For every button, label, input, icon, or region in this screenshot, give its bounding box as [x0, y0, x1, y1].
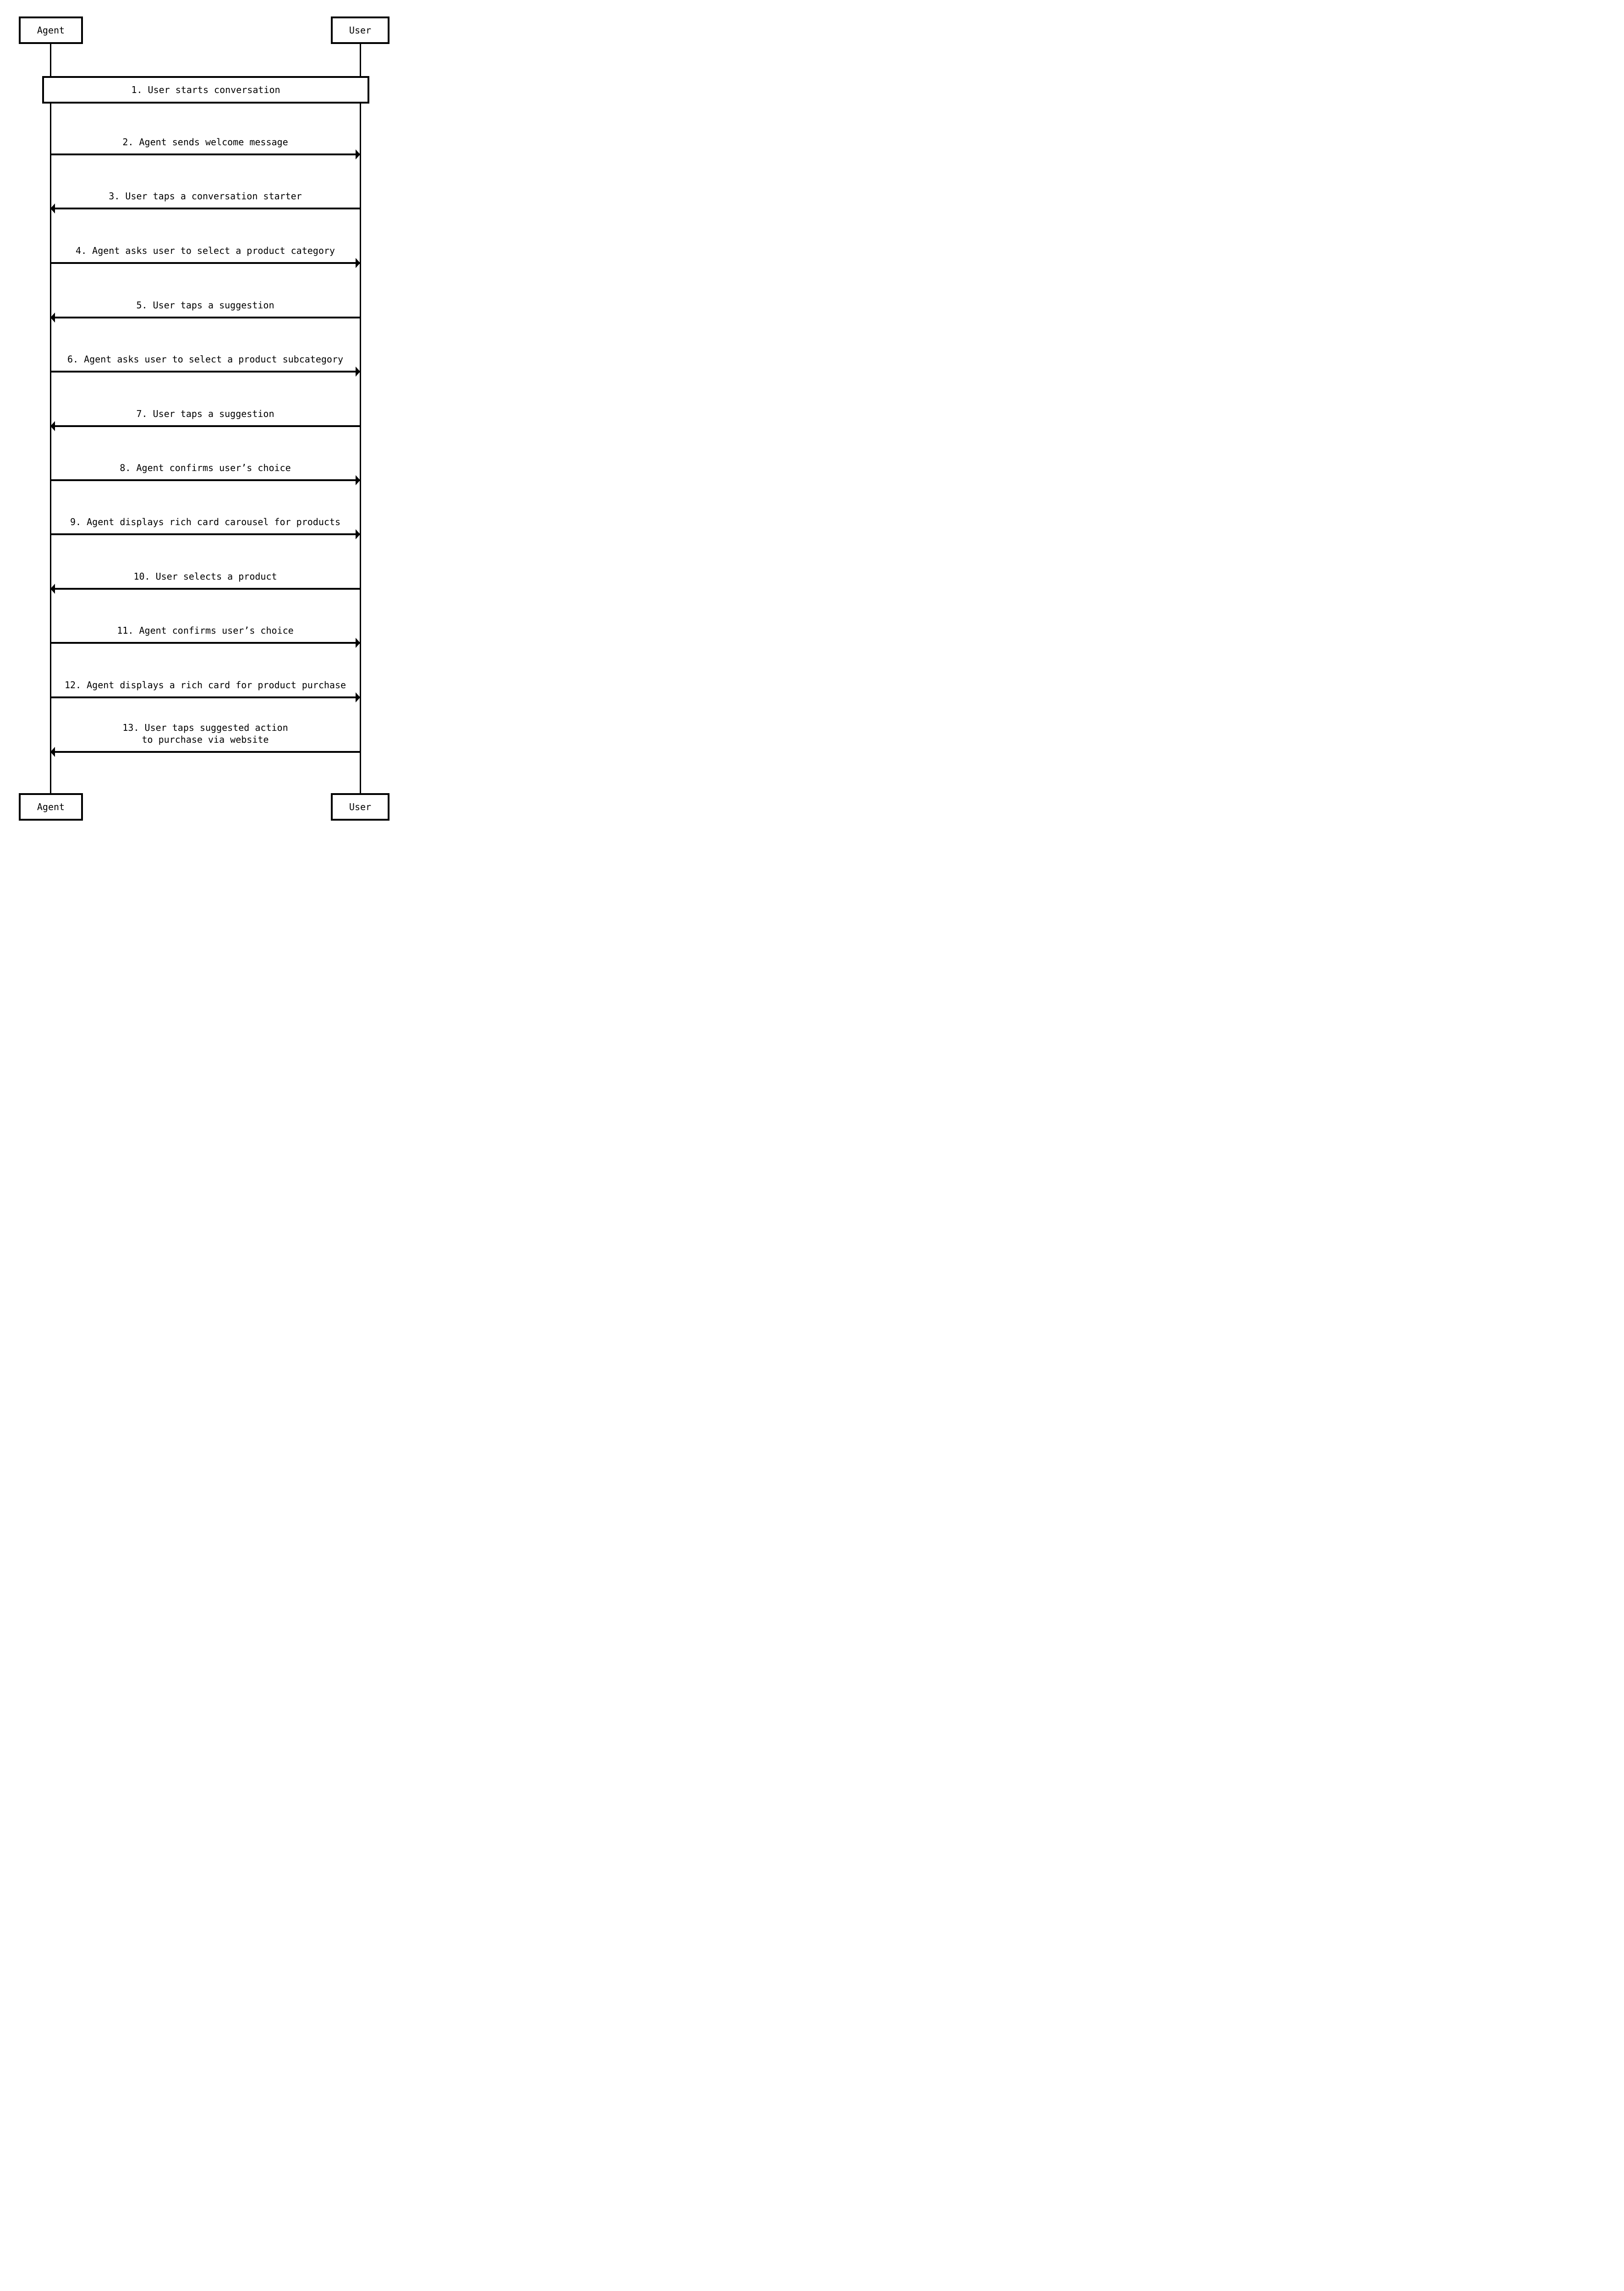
message-arrow-line — [50, 262, 360, 264]
participant-label-user-bottom: User — [349, 801, 372, 812]
message-arrow-line — [50, 425, 360, 427]
message-label: 8. Agent confirms user’s choice — [50, 462, 360, 474]
participant-label-agent-top: Agent — [37, 25, 65, 36]
message-label-line: 5. User taps a suggestion — [136, 300, 274, 311]
message-label: 12. Agent displays a rich card for produ… — [50, 679, 360, 691]
note-banner-step-1: 1. User starts conversation — [42, 76, 369, 104]
message-label-line: 9. Agent displays rich card carousel for… — [70, 516, 340, 527]
message-label-line: 2. Agent sends welcome message — [122, 137, 288, 148]
arrowhead-right-icon — [356, 638, 360, 648]
message-arrow-line — [50, 153, 360, 155]
arrowhead-left-icon — [50, 421, 55, 431]
message-label-line: 4. Agent asks user to select a product c… — [76, 245, 335, 256]
participant-box-user-top: User — [331, 16, 390, 44]
message-label-line: 8. Agent confirms user’s choice — [120, 462, 291, 473]
arrowhead-left-icon — [50, 747, 55, 757]
participant-box-user-bottom: User — [331, 793, 390, 821]
participant-label-agent-bottom: Agent — [37, 801, 65, 812]
message-label: 3. User taps a conversation starter — [50, 190, 360, 202]
message-label-line: to purchase via website — [142, 734, 269, 745]
arrowhead-right-icon — [356, 475, 360, 485]
message-label: 9. Agent displays rich card carousel for… — [50, 516, 360, 528]
message-label-line: 12. Agent displays a rich card for produ… — [64, 680, 346, 691]
arrowhead-right-icon — [356, 367, 360, 377]
note-banner-text: 1. User starts conversation — [131, 84, 280, 95]
message-label: 5. User taps a suggestion — [50, 299, 360, 311]
arrowhead-right-icon — [356, 692, 360, 702]
participant-box-agent-top: Agent — [19, 16, 83, 44]
message-label-line: 13. User taps suggested action — [122, 722, 288, 733]
message-label-line: 6. Agent asks user to select a product s… — [67, 354, 344, 365]
message-arrow-line — [50, 588, 360, 590]
arrowhead-right-icon — [356, 529, 360, 539]
message-label: 7. User taps a suggestion — [50, 408, 360, 420]
message-arrow-line — [50, 208, 360, 209]
message-label-line: 7. User taps a suggestion — [136, 408, 274, 419]
message-label: 6. Agent asks user to select a product s… — [50, 353, 360, 365]
arrowhead-left-icon — [50, 584, 55, 594]
message-arrow-line — [50, 371, 360, 373]
lifeline-agent — [49, 44, 51, 793]
message-label-line: 3. User taps a conversation starter — [109, 191, 302, 202]
arrowhead-left-icon — [50, 203, 55, 214]
message-arrow-line — [50, 696, 360, 698]
message-arrow-line — [50, 642, 360, 644]
message-label: 4. Agent asks user to select a product c… — [50, 245, 360, 257]
message-label: 2. Agent sends welcome message — [50, 136, 360, 148]
message-label: 11. Agent confirms user’s choice — [50, 625, 360, 636]
message-arrow-line — [50, 533, 360, 535]
message-arrow-line — [50, 751, 360, 753]
arrowhead-left-icon — [50, 312, 55, 323]
message-label: 10. User selects a product — [50, 570, 360, 582]
arrowhead-right-icon — [356, 149, 360, 159]
message-arrow-line — [50, 317, 360, 318]
lifeline-user — [359, 44, 361, 793]
arrowhead-right-icon — [356, 258, 360, 268]
message-label-line: 10. User selects a product — [133, 571, 277, 582]
message-label-line: 11. Agent confirms user’s choice — [117, 625, 294, 636]
participant-label-user-top: User — [349, 25, 372, 36]
message-arrow-line — [50, 479, 360, 481]
sequence-diagram: Agent User 1. User starts conversation 2… — [0, 0, 406, 852]
participant-box-agent-bottom: Agent — [19, 793, 83, 821]
